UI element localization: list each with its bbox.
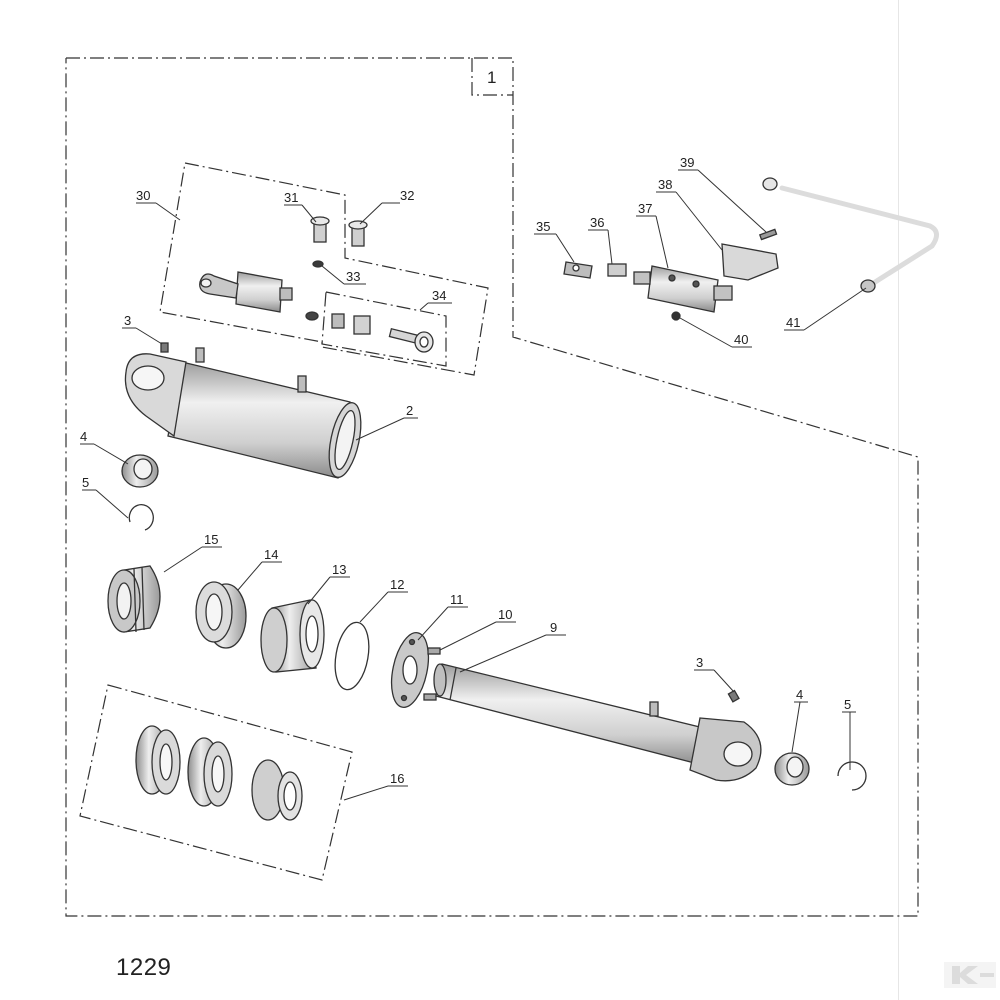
callout-13: 13: [332, 562, 346, 577]
kit-34-frame: [321, 291, 447, 367]
callout-3-upper: 3: [124, 313, 131, 328]
flange-11: [390, 632, 430, 708]
seal-34-a: [305, 311, 319, 321]
callout-31: 31: [284, 190, 298, 205]
frame-label-box: [471, 58, 513, 96]
piston-rod-9: [433, 663, 762, 782]
leader-lines: [80, 169, 867, 801]
callout-32: 32: [400, 188, 414, 203]
hydraulic-pipe-41: [762, 177, 939, 293]
banjo-fitting-34: [388, 327, 434, 353]
callout-3-lower: 3: [696, 655, 703, 670]
callout-37: 37: [638, 201, 652, 216]
assembly-frame: [65, 57, 919, 917]
valve-block-37: [633, 265, 733, 313]
callout-41: 41: [786, 315, 800, 330]
banjo-bolt-32: [348, 220, 368, 247]
banjo-bolt-31: [310, 216, 330, 243]
kit-30-frame: [159, 162, 489, 376]
adapter-36: [607, 263, 627, 277]
callout-36: 36: [590, 215, 604, 230]
fitting-35: [563, 261, 593, 279]
seal-kit-16: [135, 725, 303, 821]
callout-14: 14: [264, 547, 278, 562]
callout-39: 39: [680, 155, 694, 170]
bolt-39: [758, 228, 778, 241]
seal-pack-15: [107, 565, 161, 633]
nut-34-a: [331, 313, 345, 329]
circlip-5-left: [128, 504, 154, 531]
callout-4-right: 4: [796, 687, 803, 702]
callout-15: 15: [204, 532, 218, 547]
wiper-14: [195, 581, 247, 649]
gland-13: [260, 599, 325, 673]
callout-35: 35: [536, 219, 550, 234]
drawing-number: 1229: [116, 954, 172, 981]
nut-34-b: [353, 315, 371, 335]
callout-11: 11: [450, 592, 464, 607]
callout-38: 38: [658, 177, 672, 192]
callout-9: 9: [550, 620, 557, 635]
callout-labels: 30 31 32 33 34 3 2 4 5 15 14 13 12 11 10…: [80, 155, 851, 786]
bracket-38: [721, 243, 779, 281]
callout-40: 40: [734, 332, 748, 347]
callout-5-left: 5: [82, 475, 89, 490]
callout-16: 16: [390, 771, 404, 786]
callout-4-left: 4: [80, 429, 87, 444]
ball-40: [671, 311, 681, 321]
callout-33: 33: [346, 269, 360, 284]
circlip-5-right: [837, 761, 867, 791]
plug-3-lower: [727, 689, 740, 703]
callout-34: 34: [432, 288, 446, 303]
plug-3-upper: [160, 342, 169, 353]
screw-10-lower: [423, 693, 437, 701]
valve-block-30: [199, 271, 293, 313]
screw-10-upper: [427, 647, 441, 655]
bush-4-right: [774, 752, 810, 786]
callout-10: 10: [498, 607, 512, 622]
kit-16-frame: [79, 684, 353, 881]
cylinder-tube: [124, 347, 362, 479]
callout-30: 30: [136, 188, 150, 203]
kramp-k-logo-icon: [944, 962, 996, 988]
o-ring-12: [334, 621, 370, 691]
callout-12: 12: [390, 577, 404, 592]
bush-4-left: [121, 454, 159, 488]
callout-2: 2: [406, 403, 413, 418]
callout-5-right: 5: [844, 697, 851, 712]
frame-label: 1: [487, 68, 496, 87]
seal-ring-33: [312, 260, 324, 268]
page-edge-line: [898, 0, 899, 1000]
